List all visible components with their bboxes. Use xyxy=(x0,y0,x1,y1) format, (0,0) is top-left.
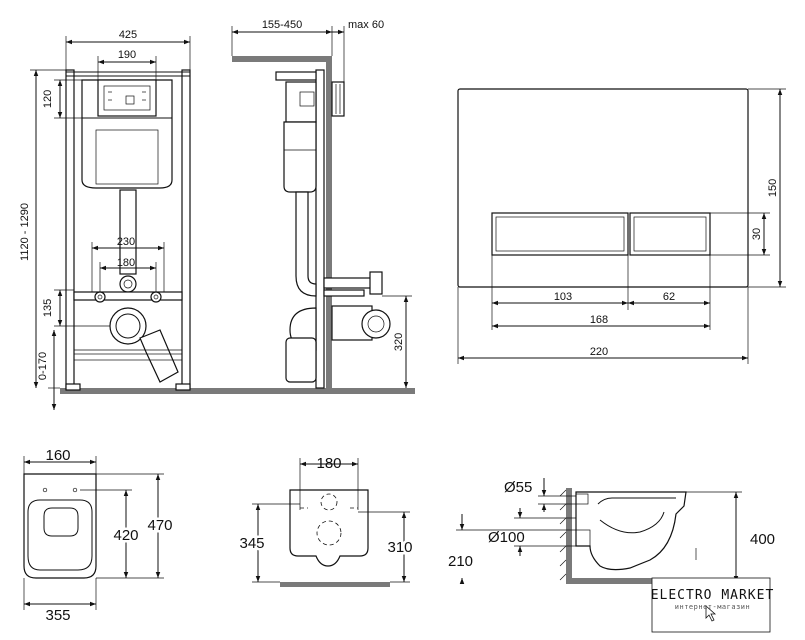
logo-name: ELECTRO MARKET xyxy=(650,588,775,603)
bowl-top-view: 160 420 470 355 xyxy=(23,447,175,624)
bowl-top-outline xyxy=(23,473,97,579)
logo-box xyxy=(651,577,771,633)
dim-plate-depth: max 60 xyxy=(348,19,384,31)
dim-button-span: 168 xyxy=(590,314,608,326)
side-wall-top xyxy=(232,56,332,62)
frame-post-right xyxy=(181,69,191,389)
dim-floor-adjust: 0-170 xyxy=(37,352,49,380)
frame-front-view: 425 190 120 1120 - 1290 230 180 135 0-17… xyxy=(19,29,415,410)
dim-pipe-span: 180 xyxy=(117,257,135,269)
dim-panel-height: 120 xyxy=(42,90,54,108)
side-wall xyxy=(326,56,332,394)
dim-rear-bolt-span: 180 xyxy=(316,455,341,472)
dim-width-total: 425 xyxy=(119,29,137,41)
electro-market-logo: ELECTRO MARKET интернет-магазин xyxy=(640,588,785,611)
dim-floor-height: 210 xyxy=(448,553,473,570)
dim-bowl-inner-depth: 420 xyxy=(113,527,138,544)
frame-side-view: 155-450 max 60 320 xyxy=(231,19,414,394)
dim-bowl-width-back: 160 xyxy=(45,447,70,464)
bowl-rear-view: 180 345 310 xyxy=(237,455,415,587)
flush-pipe xyxy=(119,189,137,275)
dim-rear-left-height: 345 xyxy=(239,535,264,552)
service-opening xyxy=(97,79,157,117)
dim-outlet-height: 135 xyxy=(42,299,54,317)
flush-button-small xyxy=(629,212,711,256)
bowl-side-outline xyxy=(575,491,687,571)
logo-tagline: интернет-магазин xyxy=(674,603,751,611)
dim-bowl-height: 400 xyxy=(750,531,775,548)
dim-small-button: 62 xyxy=(663,291,675,303)
dim-height-range: 1120 - 1290 xyxy=(19,203,31,261)
dim-plate-width: 220 xyxy=(590,346,608,358)
bowl-rear-outline xyxy=(289,489,369,567)
dim-outlet-center: 320 xyxy=(393,333,405,351)
dim-panel-width: 190 xyxy=(118,49,136,61)
dim-rear-right-height: 310 xyxy=(387,539,412,556)
flush-plate-view: 150 30 103 62 168 220 xyxy=(457,88,786,364)
dim-outlet: Ø100 xyxy=(488,529,525,546)
dim-bowl-width: 355 xyxy=(45,607,70,624)
dim-bowl-outer-depth: 470 xyxy=(147,517,172,534)
dim-inlet: Ø55 xyxy=(504,479,532,496)
dim-bolt-span: 230 xyxy=(117,236,135,248)
cursor-icon xyxy=(705,605,717,622)
dim-plate-height: 150 xyxy=(767,179,779,197)
dim-button-height: 30 xyxy=(751,228,763,240)
flush-plate xyxy=(457,88,749,288)
pipe-inlet xyxy=(119,275,137,293)
bolt-bar xyxy=(73,291,183,301)
bowl-side-view: Ø55 Ø100 210 400 xyxy=(448,478,775,584)
dim-big-button: 103 xyxy=(554,291,572,303)
flush-button-large xyxy=(491,212,629,256)
dim-depth-range: 155-450 xyxy=(262,19,302,31)
